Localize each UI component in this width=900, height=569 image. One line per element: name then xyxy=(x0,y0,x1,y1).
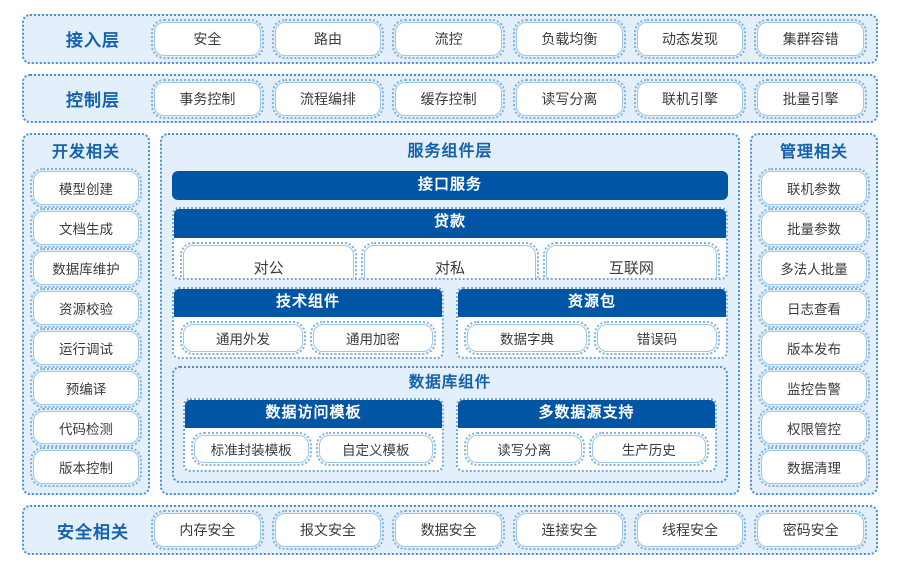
security-item-memory[interactable]: 内存安全 xyxy=(151,510,264,551)
service-layer-title: 服务组件层 xyxy=(407,143,493,161)
db-item-custom-template[interactable]: 自定义模板 xyxy=(315,432,436,467)
control-item-transaction[interactable]: 事务控制 xyxy=(151,78,264,119)
security-item-data[interactable]: 数据安全 xyxy=(392,510,506,551)
db-item-standard-template[interactable]: 标准封装模板 xyxy=(191,432,312,467)
manage-item-data-cleanup[interactable]: 数据清理 xyxy=(758,447,870,488)
dev-item-precompile[interactable]: 预编译 xyxy=(30,367,142,408)
control-layer-title: 控制层 xyxy=(66,91,120,110)
manage-item-log-view[interactable]: 日志查看 xyxy=(758,287,870,328)
data-access-template-card: 数据访问模板 标准封装模板 自定义模板 xyxy=(183,397,444,473)
resource-item-data-dictionary[interactable]: 数据字典 xyxy=(464,321,590,356)
control-item-read-write-split[interactable]: 读写分离 xyxy=(513,78,626,119)
dev-column-title: 开发相关 xyxy=(51,144,120,162)
dev-column-panel: 开发相关 模型创建 文档生成 数据库维护 资源校验 运行调试 预编译 代码检测 … xyxy=(22,133,150,496)
manage-item-online-params[interactable]: 联机参数 xyxy=(758,168,870,209)
access-item-dynamic-discovery[interactable]: 动态发现 xyxy=(633,18,747,59)
db-component-panel: 数据库组件 数据访问模板 标准封装模板 自定义模板 多数据源支持 读写分离 生 xyxy=(172,365,728,484)
manage-column-title: 管理相关 xyxy=(779,144,848,162)
control-item-process-orchestration[interactable]: 流程编排 xyxy=(271,78,385,119)
access-item-security[interactable]: 安全 xyxy=(151,18,264,59)
db-item-read-write-split[interactable]: 读写分离 xyxy=(464,432,585,467)
resource-item-error-code[interactable]: 错误码 xyxy=(594,321,720,356)
security-layer-items: 内存安全 报文安全 数据安全 连接安全 线程安全 密码安全 xyxy=(151,510,868,551)
control-layer-panel: 控制层 事务控制 流程编排 缓存控制 读写分离 联机引擎 批量引擎 xyxy=(22,73,878,124)
interface-service-bar[interactable]: 接口服务 xyxy=(172,170,728,201)
access-layer-panel: 接入层 安全 路由 流控 负载均衡 动态发现 集群容错 xyxy=(22,14,878,64)
loan-card: 贷款 对公 对私 互联网 xyxy=(172,207,728,280)
multi-datasource-header: 多数据源支持 xyxy=(458,399,715,429)
manage-item-version-release[interactable]: 版本发布 xyxy=(758,327,870,368)
db-component-title: 数据库组件 xyxy=(408,373,492,391)
middle-band: 开发相关 模型创建 文档生成 数据库维护 资源校验 运行调试 预编译 代码检测 … xyxy=(22,133,878,496)
manage-column-panel: 管理相关 联机参数 批量参数 多法人批量 日志查看 版本发布 监控告警 权限管控… xyxy=(750,133,878,496)
manage-item-batch-params[interactable]: 批量参数 xyxy=(758,208,870,249)
access-layer-title: 接入层 xyxy=(66,31,120,51)
control-item-batch-engine[interactable]: 批量引擎 xyxy=(754,78,868,119)
security-item-password[interactable]: 密码安全 xyxy=(754,510,868,551)
loan-item-corporate[interactable]: 对公 xyxy=(179,241,358,278)
security-item-connection[interactable]: 连接安全 xyxy=(513,510,626,551)
dev-item-resource-verify[interactable]: 资源校验 xyxy=(30,287,142,328)
access-item-routing[interactable]: 路由 xyxy=(271,18,385,59)
dev-item-runtime-debug[interactable]: 运行调试 xyxy=(30,327,142,368)
manage-item-monitor-alert[interactable]: 监控告警 xyxy=(758,367,870,408)
security-layer-panel: 安全相关 内存安全 报文安全 数据安全 连接安全 线程安全 密码安全 xyxy=(22,505,878,556)
dev-item-db-maintain[interactable]: 数据库维护 xyxy=(30,248,142,288)
dev-item-code-check[interactable]: 代码检测 xyxy=(30,407,142,448)
tech-resource-row: 技术组件 通用外发 通用加密 资源包 数据字典 错误码 xyxy=(172,286,728,359)
loan-item-personal[interactable]: 对私 xyxy=(361,241,539,278)
tech-component-body: 通用外发 通用加密 xyxy=(174,317,442,357)
access-item-flow-control[interactable]: 流控 xyxy=(392,18,506,59)
db-item-production-history[interactable]: 生产历史 xyxy=(588,432,709,467)
manage-item-permission-control[interactable]: 权限管控 xyxy=(758,407,870,448)
tech-component-card: 技术组件 通用外发 通用加密 xyxy=(172,286,444,359)
access-layer-items: 安全 路由 流控 负载均衡 动态发现 集群容错 xyxy=(151,18,868,59)
tech-component-header: 技术组件 xyxy=(174,288,442,318)
resource-package-body: 数据字典 错误码 xyxy=(458,317,726,357)
multi-datasource-card: 多数据源支持 读写分离 生产历史 xyxy=(456,397,717,473)
dev-item-doc-generate[interactable]: 文档生成 xyxy=(30,208,142,249)
control-item-online-engine[interactable]: 联机引擎 xyxy=(633,78,747,119)
access-item-load-balance[interactable]: 负载均衡 xyxy=(513,18,626,59)
data-access-template-body: 标准封装模板 自定义模板 xyxy=(185,428,442,470)
multi-datasource-body: 读写分离 生产历史 xyxy=(458,428,715,470)
tech-item-general-encryption[interactable]: 通用加密 xyxy=(310,321,436,356)
security-item-thread[interactable]: 线程安全 xyxy=(633,510,747,551)
access-item-cluster-fault-tolerance[interactable]: 集群容错 xyxy=(754,18,868,59)
resource-package-header: 资源包 xyxy=(458,288,726,318)
data-access-template-header: 数据访问模板 xyxy=(185,399,442,429)
manage-item-multi-entity-batch[interactable]: 多法人批量 xyxy=(758,248,870,288)
control-item-cache[interactable]: 缓存控制 xyxy=(392,78,506,119)
service-layer-panel: 服务组件层 接口服务 贷款 对公 对私 互联网 技术组件 通用外发 通用加密 xyxy=(160,133,740,496)
resource-package-card: 资源包 数据字典 错误码 xyxy=(456,286,728,359)
loan-card-body: 对公 对私 互联网 xyxy=(174,238,726,278)
dev-item-version-control[interactable]: 版本控制 xyxy=(30,447,142,488)
loan-item-internet[interactable]: 互联网 xyxy=(542,241,720,278)
control-layer-items: 事务控制 流程编排 缓存控制 读写分离 联机引擎 批量引擎 xyxy=(151,78,868,119)
tech-item-general-outbound[interactable]: 通用外发 xyxy=(180,321,306,356)
db-card-row: 数据访问模板 标准封装模板 自定义模板 多数据源支持 读写分离 生产历史 xyxy=(183,397,717,473)
loan-card-header: 贷款 xyxy=(174,209,726,238)
security-layer-title: 安全相关 xyxy=(57,522,129,542)
dev-item-model-create[interactable]: 模型创建 xyxy=(30,168,142,209)
security-item-message[interactable]: 报文安全 xyxy=(271,510,385,551)
